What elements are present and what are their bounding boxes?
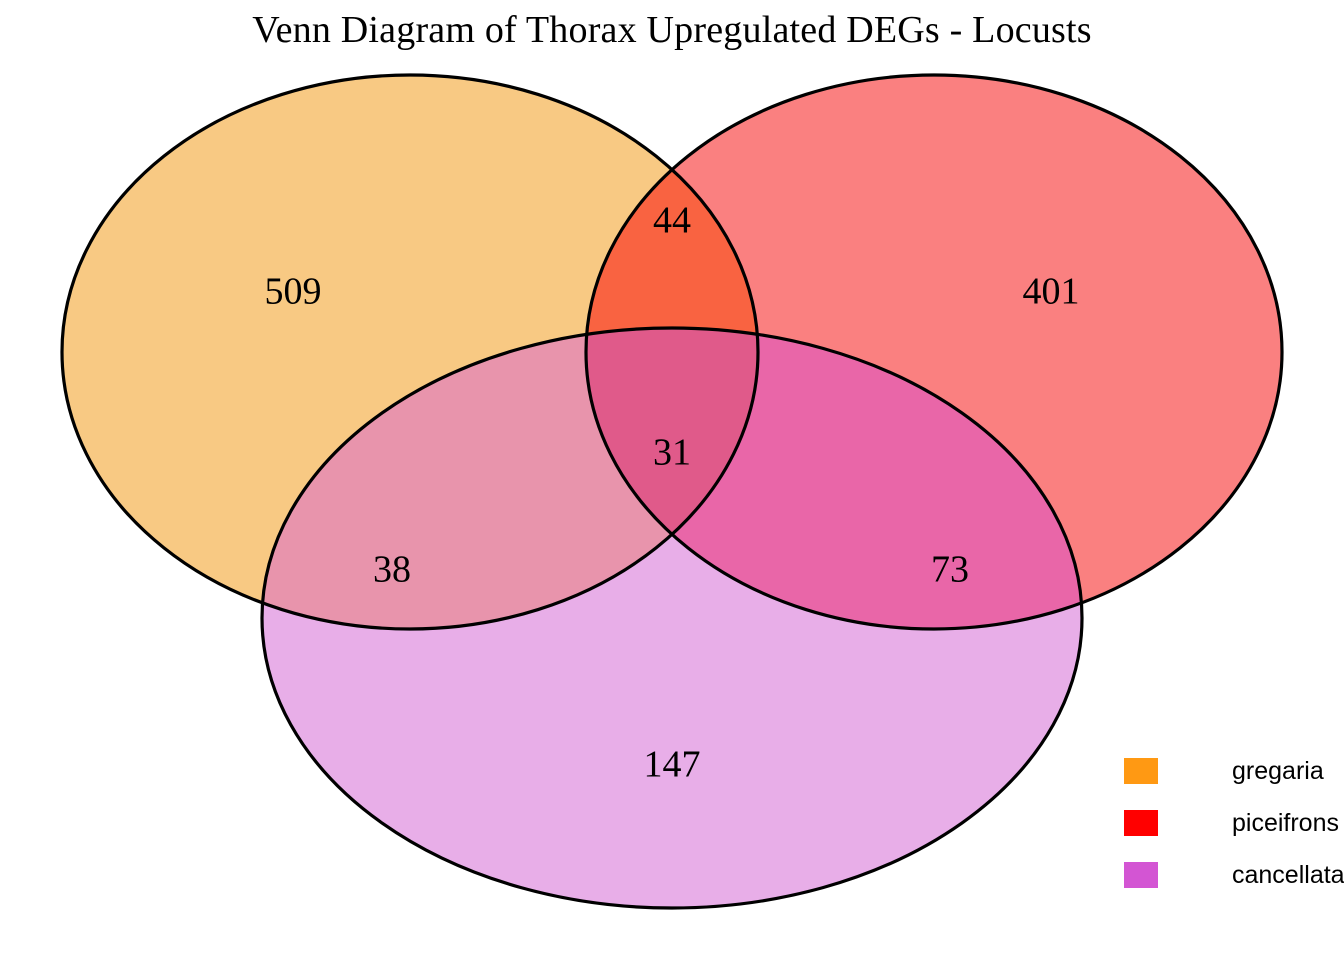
region-count-cancellata-only: 147 bbox=[644, 744, 701, 786]
set-outline-cancellata bbox=[260, 326, 1084, 910]
legend-item-cancellata[interactable]: cancellata bbox=[1124, 849, 1344, 901]
region-count-gregaria-piceifrons: 44 bbox=[653, 200, 691, 242]
region-count-piceifrons-only: 401 bbox=[1023, 271, 1080, 313]
legend: gregaria piceifrons cancellata bbox=[1124, 745, 1344, 901]
region-count-piceifrons-cancellata: 73 bbox=[931, 549, 969, 591]
legend-swatch-piceifrons bbox=[1124, 810, 1158, 836]
legend-swatch-cancellata bbox=[1124, 862, 1158, 888]
legend-label-piceifrons: piceifrons bbox=[1232, 808, 1339, 837]
legend-item-piceifrons[interactable]: piceifrons bbox=[1124, 797, 1344, 849]
set-outline-piceifrons bbox=[584, 73, 1284, 631]
legend-item-gregaria[interactable]: gregaria bbox=[1124, 745, 1344, 797]
set-outline-gregaria bbox=[60, 73, 760, 631]
region-count-gregaria-cancellata: 38 bbox=[373, 549, 411, 591]
region-count-gregaria-only: 509 bbox=[265, 271, 322, 313]
legend-label-cancellata: cancellata bbox=[1232, 860, 1344, 889]
legend-label-gregaria: gregaria bbox=[1232, 756, 1324, 785]
page-title: Venn Diagram of Thorax Upregulated DEGs … bbox=[252, 9, 1092, 51]
region-count-triple: 31 bbox=[653, 432, 691, 474]
legend-swatch-gregaria bbox=[1124, 758, 1158, 784]
